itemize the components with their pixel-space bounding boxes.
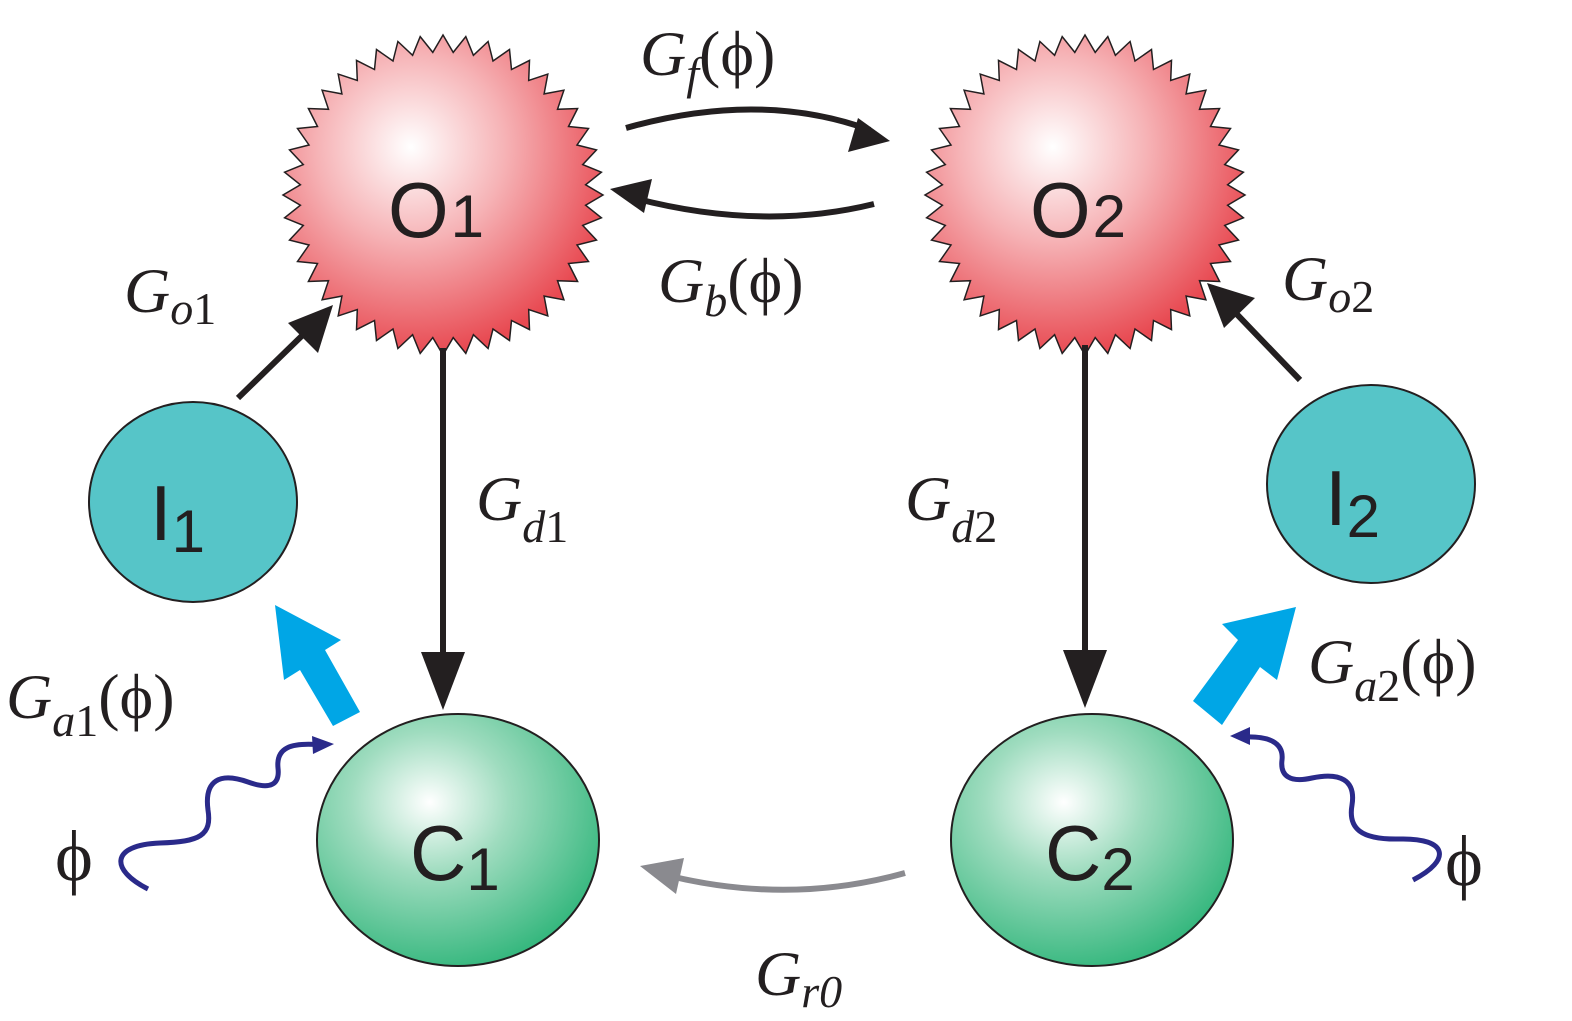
arrow-c2-to-c1 <box>669 870 906 893</box>
i2-ellipse <box>1266 384 1476 584</box>
i2-label: I2 <box>1325 454 1380 550</box>
arrow-i1-to-o1-head <box>288 305 333 353</box>
light-symbol-left: ϕ <box>55 816 93 896</box>
o2-label: O2 <box>1030 166 1126 254</box>
o2-starburst <box>923 33 1247 357</box>
arrow-i1-to-o1 <box>235 323 315 401</box>
state-c2: C2 <box>950 713 1234 967</box>
state-o2: O2 <box>923 33 1247 357</box>
arrow-o1-to-o2-head <box>848 118 890 152</box>
arrow-o2-to-o1-head <box>610 179 652 213</box>
i1-ellipse <box>88 401 298 603</box>
arrow-o1-to-o2 <box>625 106 872 133</box>
label-ga2: Ga2(ϕ) <box>1308 626 1477 711</box>
o1-starburst <box>281 33 605 357</box>
arrow-o2-to-o1 <box>629 194 875 220</box>
state-o1: O1 <box>281 33 605 357</box>
arrow-o2-to-c2-head <box>1063 650 1107 708</box>
state-i1: I1 <box>88 401 298 603</box>
arrow-i2-to-o2-head <box>1207 283 1255 328</box>
label-gr0: Gr0 <box>755 938 842 1017</box>
light-symbol-right: ϕ <box>1445 821 1483 901</box>
arrow-c2-to-i2 <box>1193 607 1296 725</box>
c1-label: C1 <box>410 809 500 903</box>
o1-label: O1 <box>388 166 484 254</box>
c1-ellipse <box>316 713 600 967</box>
light-wave-right <box>1243 734 1442 883</box>
light-wave-right-head <box>1230 727 1250 745</box>
label-go1: Go1 <box>124 255 216 334</box>
c2-ellipse <box>950 713 1234 967</box>
c2-label: C2 <box>1045 809 1135 903</box>
arrow-c2-to-c1-head <box>640 858 684 894</box>
label-go2: Go2 <box>1282 243 1374 322</box>
arrow-c1-to-i1 <box>275 605 360 726</box>
label-gb: Gb(ϕ) <box>658 245 804 326</box>
i1-label: I1 <box>150 469 205 565</box>
arrow-o1-to-c1-head <box>421 652 465 710</box>
label-gd1: Gd1 <box>476 463 568 552</box>
label-gd2: Gd2 <box>905 463 997 552</box>
light-wave-left <box>118 741 323 892</box>
label-gf: Gf(ϕ) <box>640 18 775 99</box>
state-c1: C1 <box>316 713 600 967</box>
light-wave-left-head <box>312 736 334 754</box>
arrow-i2-to-o2 <box>1225 302 1303 383</box>
state-i2: I2 <box>1266 384 1476 584</box>
label-ga1: Ga1(ϕ) <box>6 661 175 746</box>
